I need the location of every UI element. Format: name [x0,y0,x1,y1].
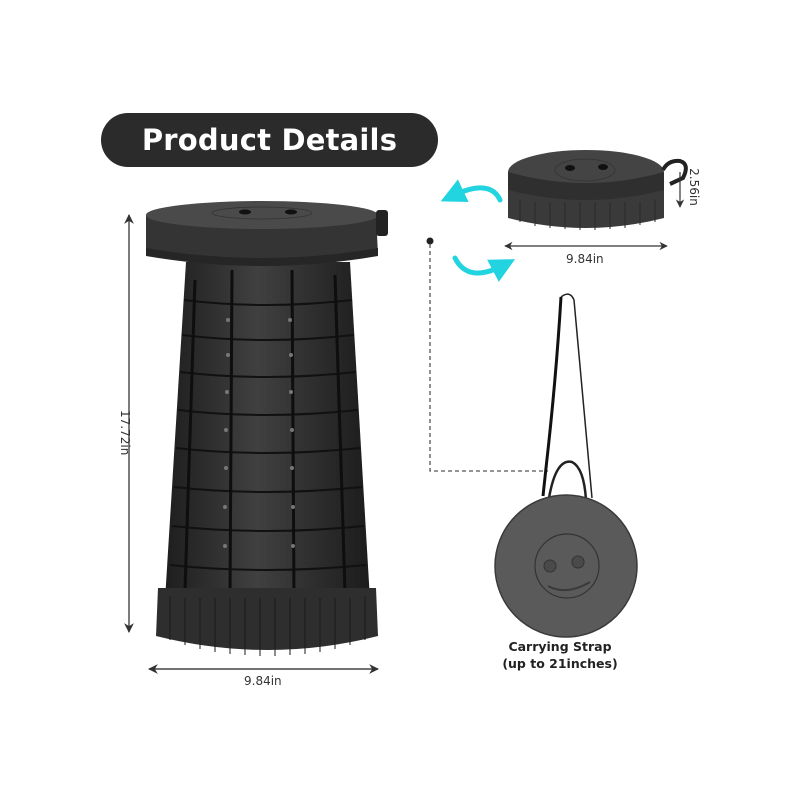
collapsed-width-label: 9.84in [566,252,604,266]
height-label: 17.72in [118,410,132,456]
title-text: Product Details [141,123,398,157]
product-details-title: Product Details [101,113,438,167]
collapsed-stool [508,150,688,230]
carrying-caption: Carrying Strap (up to 21inches) [480,638,640,672]
rotate-arrows-icon [440,179,516,282]
caption-line-2: (up to 21inches) [502,656,618,671]
carrying-stool [494,293,638,638]
width-label: 9.84in [244,674,282,688]
collapsed-height-label: 2.56in [687,168,701,206]
caption-line-1: Carrying Strap [508,639,612,654]
expanded-stool [146,201,388,656]
dashed-connector [426,237,548,472]
